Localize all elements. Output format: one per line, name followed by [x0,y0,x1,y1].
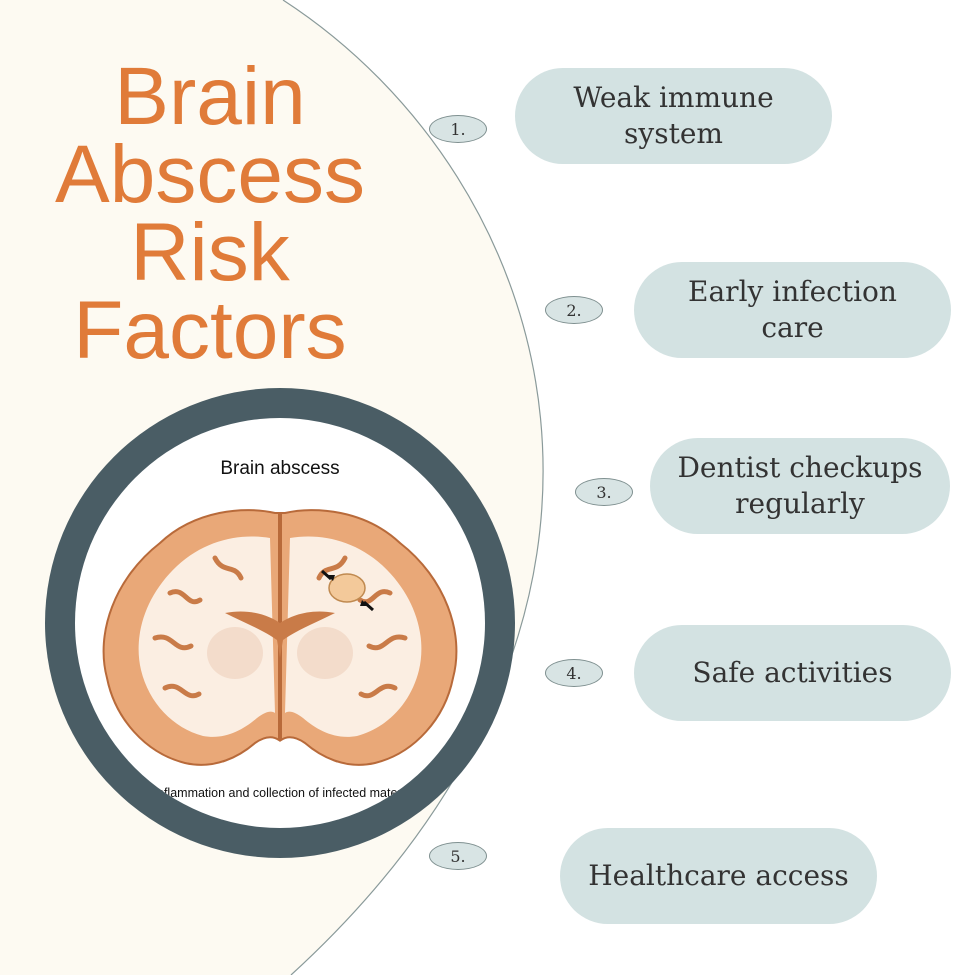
abscess-marker [328,573,366,603]
factor-pill-1: Weak immune system [515,68,832,164]
factor-pill-2: Early infection care [634,262,951,358]
title-line-1: Brain [114,51,306,142]
page-title: Brain Abscess Risk Factors [20,51,400,376]
factor-number-5: 5. [429,842,487,870]
arc-line [282,0,544,975]
brain-cross-section-icon [102,509,458,766]
factor-number-4: 4. [545,659,603,687]
title-line-4: Factors [73,285,347,376]
brain-illustration: Brain abscess nflammation and collection… [75,418,485,828]
factor-number-2: 2. [545,296,603,324]
illustration-caption: nflammation and collection of infected m… [157,786,405,800]
factor-pill-3: Dentist checkups regularly [650,438,950,534]
title-line-3: Risk [130,207,290,298]
factor-number-1: 1. [429,115,487,143]
title-line-2: Abscess [55,129,365,220]
factor-pill-4: Safe activities [634,625,951,721]
factor-pill-5: Healthcare access [560,828,877,924]
illustration-heading: Brain abscess [220,458,340,479]
factor-number-3: 3. [575,478,633,506]
